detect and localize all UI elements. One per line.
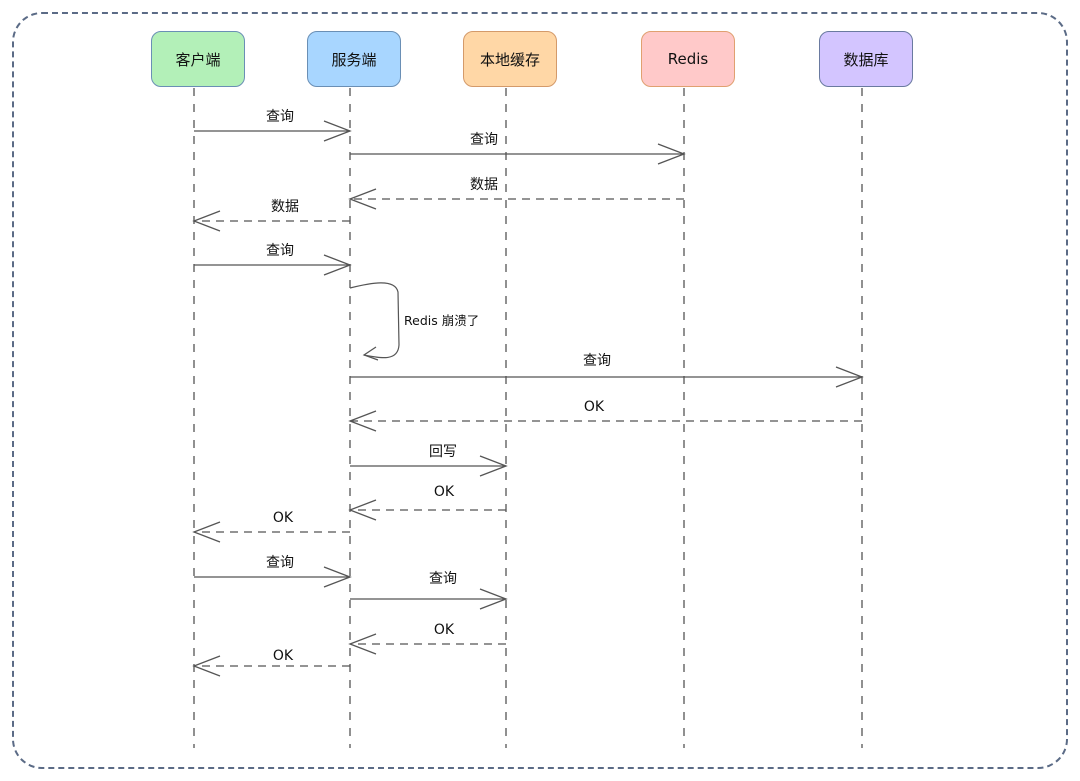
arrowhead: [323, 254, 352, 276]
message-label-14: OK: [434, 622, 455, 638]
arrowhead: [835, 366, 864, 388]
participant-label: 本地缓存: [479, 50, 540, 69]
diagram-frame: [12, 12, 1068, 769]
message-label-7: 查询: [583, 353, 611, 369]
arrowhead: [323, 566, 352, 588]
arrowhead: [348, 499, 377, 521]
self-message-arrow: [349, 282, 400, 359]
message-label-10: OK: [434, 484, 455, 500]
arrowhead: [192, 655, 221, 677]
message-label-13: 查询: [429, 571, 457, 587]
arrowhead: [192, 210, 221, 232]
message-label-4: 数据: [271, 199, 299, 215]
arrowhead: [657, 143, 686, 165]
participant-server: 服务端: [307, 31, 401, 87]
arrowhead: [479, 588, 508, 610]
message-label-15: OK: [273, 648, 294, 664]
message-label-12: 查询: [266, 555, 294, 571]
arrowhead: [479, 455, 508, 477]
message-label-8: OK: [584, 399, 605, 415]
arrowhead: [323, 120, 352, 142]
message-label-11: OK: [273, 510, 294, 526]
message-label-2: 查询: [470, 132, 498, 148]
participant-database: 数据库: [819, 31, 913, 87]
message-label-9: 回写: [429, 444, 457, 460]
participant-label: Redis: [667, 50, 709, 68]
participant-label: 数据库: [843, 50, 889, 69]
arrowhead: [348, 410, 377, 432]
arrowhead: [192, 521, 221, 543]
participant-redis: Redis: [641, 31, 735, 87]
message-label-1: 查询: [266, 109, 294, 125]
self-message-label: Redis 崩溃了: [404, 313, 479, 328]
message-label-3: 数据: [470, 177, 498, 193]
participant-label: 客户端: [175, 50, 221, 69]
message-label-5: 查询: [266, 243, 294, 259]
participant-local-cache: 本地缓存: [463, 31, 557, 87]
participant-client: 客户端: [151, 31, 245, 87]
arrowhead: [348, 188, 377, 210]
arrowhead: [348, 633, 377, 655]
participant-label: 服务端: [331, 50, 377, 69]
arrowhead: [362, 346, 379, 361]
